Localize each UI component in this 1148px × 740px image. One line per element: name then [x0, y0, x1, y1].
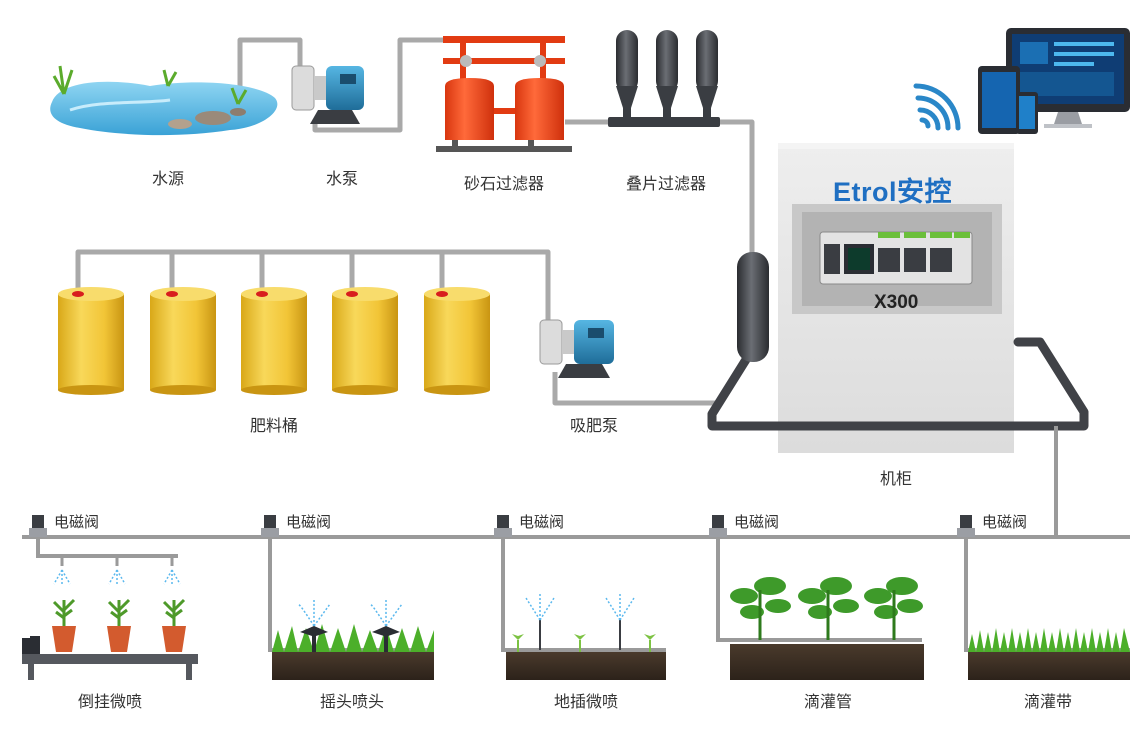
sand-filter	[436, 36, 572, 152]
label-water-pump: 水泵	[325, 169, 359, 188]
fertilizer-pump	[539, 319, 614, 378]
label-zone-rotating: 摇头喷头	[319, 692, 385, 711]
zone-drip-tape	[964, 537, 1130, 680]
wifi-icon	[913, 83, 961, 131]
label-zone-drip-tape: 滴灌带	[1023, 692, 1073, 711]
fertilizer-tank	[424, 287, 490, 395]
main-pipe-loop	[707, 337, 1089, 431]
zone-drip-pipe	[716, 537, 924, 680]
solenoid-valve	[29, 515, 47, 537]
label-disc-filter: 叠片过滤器	[625, 174, 707, 193]
label-valve: 电磁阀	[982, 513, 1028, 531]
water-source-pond	[50, 65, 278, 136]
label-zone-ground: 地插微喷	[553, 692, 619, 711]
label-valve: 电磁阀	[519, 513, 565, 531]
fertilizer-tanks	[58, 287, 490, 395]
cabinet-brand: Etrol安控	[833, 177, 953, 207]
solenoid-valve	[957, 515, 975, 537]
fertilizer-tank	[332, 287, 398, 395]
water-pump	[291, 65, 364, 124]
fertilizer-tank	[58, 287, 124, 395]
label-valve: 电磁阀	[54, 513, 100, 531]
label-cabinet: 机柜	[879, 469, 913, 488]
supply-pipes	[75, 37, 755, 406]
label-fertilizer-tanks: 肥料桶	[249, 416, 299, 435]
label-sand-filter: 砂石过滤器	[463, 174, 545, 193]
disc-filter	[608, 30, 720, 127]
control-cabinet	[778, 143, 1014, 453]
zone-ground-microsprinkler	[501, 537, 666, 680]
cylinder-tank	[737, 252, 769, 362]
solenoid-valve	[494, 515, 512, 537]
label-water-source: 水源	[151, 169, 185, 188]
label-valve: 电磁阀	[286, 513, 332, 531]
solenoid-valve	[261, 515, 279, 537]
label-fertilizer-pump: 吸肥泵	[569, 416, 619, 435]
cabinet-model: X300	[874, 292, 919, 313]
label-valve: 电磁阀	[734, 513, 780, 531]
zone-rotating-sprinkler	[268, 537, 434, 680]
solenoid-valve	[709, 515, 727, 537]
label-zone-drip-pipe: 滴灌管	[803, 692, 853, 711]
distribution-pipe	[22, 426, 1130, 539]
zone-hanging-microsprinkler	[22, 537, 198, 680]
fertilizer-tank	[150, 287, 216, 395]
label-zone-hanging: 倒挂微喷	[77, 692, 143, 711]
fertilizer-tank	[241, 287, 307, 395]
devices-icon	[978, 28, 1130, 134]
solenoid-valves	[29, 515, 975, 537]
